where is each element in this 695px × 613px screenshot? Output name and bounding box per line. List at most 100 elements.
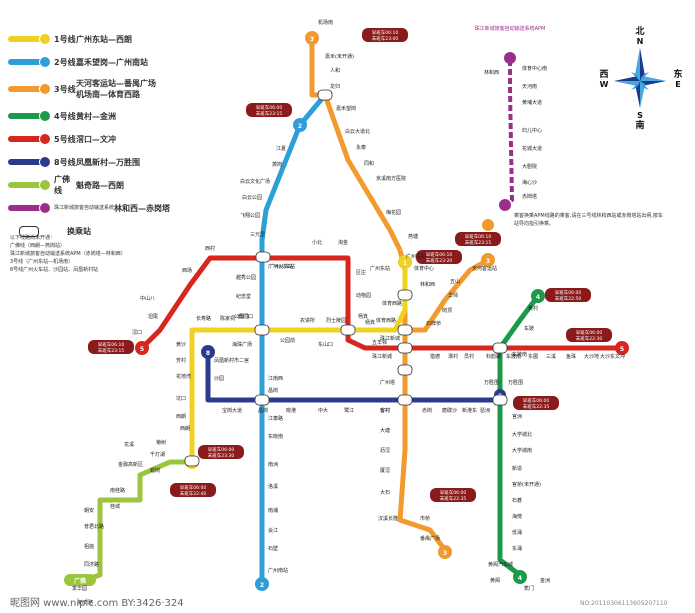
station-label-line2: 公园前 xyxy=(234,313,249,320)
station-label-line5: 科韵路 xyxy=(486,353,501,360)
timetable-last: 末班车22:30 xyxy=(576,335,603,342)
station-label-line8: 万胜围 xyxy=(484,379,499,386)
timetable-first: 早班车06:10 xyxy=(98,341,125,348)
station-label-line5: 文冲 xyxy=(615,353,625,360)
station-label-line4: 石碁 xyxy=(512,497,522,504)
station-label-line3_north: 嘉禾望岗 xyxy=(336,105,356,112)
station-label-line3: 石牌桥 xyxy=(426,320,441,327)
apm-transfer-note: 乘客换乘APM线路的乘客,请在三号线林和西站或赤岗塔站出闸,按车站导向指引换乘。 xyxy=(514,213,663,227)
compass-east-en: E xyxy=(675,80,680,89)
terminal-line4-north: 4 xyxy=(531,289,545,303)
terminal-line5-east: 5 xyxy=(615,341,629,355)
line5-swatch xyxy=(8,133,51,145)
legend-line5-name: 滘口—文冲 xyxy=(76,134,116,144)
legend-line4-name: 黄村—金洲 xyxy=(76,111,116,121)
station-label-line4: 车陂南 xyxy=(512,351,527,358)
station-label-guangfo: 龙溪 xyxy=(124,441,134,448)
transfer-stations xyxy=(184,89,508,467)
station-label-line1: 体育中心 xyxy=(414,265,434,272)
station-label-guangfo: 同济路 xyxy=(84,561,99,568)
station-label-line5: 潭村 xyxy=(448,353,458,360)
station-label-line3: 华师 xyxy=(448,292,458,299)
station-label-line3_north: 京溪南方医院 xyxy=(376,175,406,182)
station-label-line2: 越秀公园 xyxy=(236,274,256,281)
station-label-line1: 长寿路 xyxy=(196,315,211,322)
terminal-label: 1 xyxy=(403,260,407,267)
watermark: 昵图网 www.nipic.com BY:3426·324 xyxy=(10,598,184,609)
legend-guangfo: 广佛线 魁奇路—西朗 xyxy=(8,175,238,195)
terminal-line3-north: 3 xyxy=(305,31,319,45)
station-label-line4: 车陂 xyxy=(524,325,534,332)
station-label-line3: 大塘 xyxy=(380,427,390,434)
notes-line: 3号线（广州东站—机场南） xyxy=(10,259,74,265)
legend-line1: 1号线 广州东站—西朗 xyxy=(8,30,238,48)
station-label-line3: 大石 xyxy=(380,489,390,496)
station-label-guangfo: 桂城 xyxy=(110,503,120,510)
station-label-line3_north: 永泰 xyxy=(356,144,366,151)
compass-north-en: N xyxy=(637,37,644,46)
timetable-last: 末班车22:50 xyxy=(555,295,582,302)
station-label-line1: 杨箕 xyxy=(365,319,375,326)
station-label-line4: 低涌 xyxy=(512,529,522,536)
station-label-line3: 客村 xyxy=(380,407,390,414)
station-labels: 机场南嘉禾(未开通)人和龙归嘉禾望岗白云大道北永泰同和京溪南方医院梅花园燕塘江夏… xyxy=(72,19,625,606)
station-label-line2: 南浦 xyxy=(268,507,278,514)
station-label-line1: 芳村 xyxy=(176,357,186,364)
station-label-line8: 凤凰新村 xyxy=(214,357,234,364)
timetable-last: 末班车23:15 xyxy=(98,347,125,354)
station-label-line4: 黄村 xyxy=(528,305,538,312)
station-label-apm: 妇儿中心 xyxy=(522,127,542,134)
station-label-line2: 洛溪 xyxy=(268,483,278,490)
station-label-line2: 石壁 xyxy=(268,545,278,552)
legend-transfer-name: 换乘站 xyxy=(67,226,91,236)
apm-title: 珠江新城旅客自动输送系统APM xyxy=(475,25,546,32)
line4-swatch xyxy=(8,110,51,122)
timetable-last: 末班车22:35 xyxy=(440,495,467,502)
timetable-first: 早班车06:00 xyxy=(256,104,283,111)
station-label-line8: 昌岗 xyxy=(258,408,268,414)
station-label-line5: 员村 xyxy=(464,353,474,360)
notes-line: 珠江新城旅客自动输送系统APM（赤岗塔—林和西） xyxy=(10,251,126,257)
terminal-line8-west: 8 xyxy=(201,345,215,359)
station-label-line1: 公园前 xyxy=(280,337,295,344)
map-legend: 1号线 广州东站—西朗 2号线 嘉禾望岗—广州南站 3号线 天河客运站—番禺广场… xyxy=(8,30,238,245)
terminal-line5-west: 5 xyxy=(135,341,149,355)
station-label-line1: 东山口 xyxy=(318,341,333,348)
station-label-line2: 海珠广场 xyxy=(232,341,252,348)
legend-line8-number: 8号线 xyxy=(54,157,76,167)
station-label-line4: 东涌 xyxy=(512,545,522,552)
station-label-line3: 番禺广场 xyxy=(420,535,440,542)
transfer-station-icon xyxy=(19,225,39,237)
station-label-line8: 鹭江 xyxy=(344,407,354,414)
legend-line3: 3号线 天河客运站—番禺广场 机场南—体育西路 xyxy=(8,76,238,102)
station-label-apm: 大剧院 xyxy=(522,163,537,170)
station-label-line5: 杨箕 xyxy=(358,313,368,320)
station-label-guangfo: 季华园 xyxy=(72,585,87,592)
station-label-line4: 海傍 xyxy=(512,513,522,520)
station-label-line2: 江夏 xyxy=(276,145,286,152)
station-label-line2: 三元里 xyxy=(250,232,265,238)
line5-route xyxy=(140,255,622,351)
station-label-line1: 农讲所 xyxy=(300,317,315,324)
station-label-line3_north: 龙归 xyxy=(330,83,340,90)
unopened-notes: 以下线路尚未开通： 广佛线（西朗—燕岗站） 珠江新城旅客自动输送系统APM（赤岗… xyxy=(10,234,170,274)
station-label-line5: 中山八 xyxy=(140,295,155,302)
station-label-line3: 岗顶 xyxy=(442,308,452,314)
station-label-line3_north: 同和 xyxy=(364,160,374,167)
timetable-first: 早班车06:10 xyxy=(465,233,492,240)
legend-apm-name: 林和西—赤岗塔 xyxy=(114,203,170,213)
station-label-line2: 东晓南 xyxy=(268,433,283,440)
station-label-line2: 白云文化广场 xyxy=(240,178,270,185)
station-label-line3: 沥滘 xyxy=(380,447,390,454)
timetable-last: 末班车23:00 xyxy=(372,35,399,42)
station-label-line1: 黄沙 xyxy=(176,341,186,348)
compass-west-en: W xyxy=(600,80,609,89)
station-label-guangfo: 南桂路 xyxy=(110,487,125,494)
terminal-label: 3 xyxy=(443,550,447,557)
timetable-first: 早班车06:00 xyxy=(440,489,467,496)
station-label-line4: 官桥(未开通) xyxy=(512,481,541,488)
